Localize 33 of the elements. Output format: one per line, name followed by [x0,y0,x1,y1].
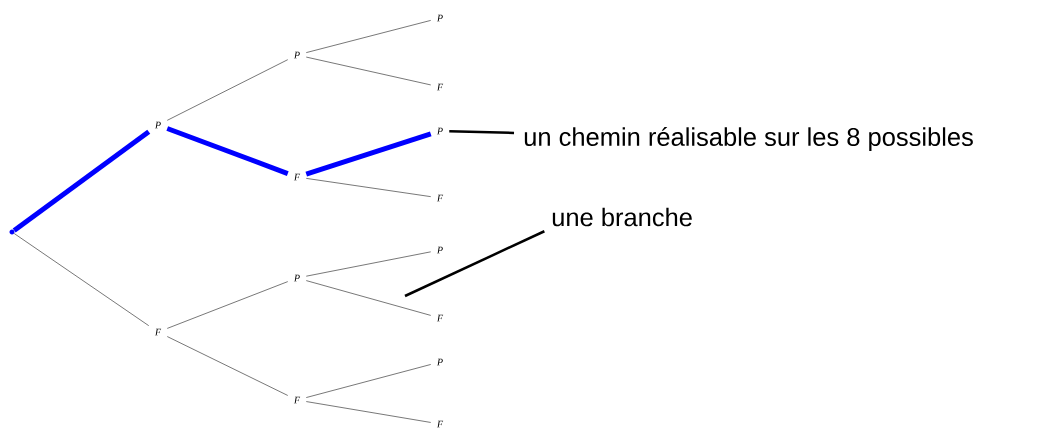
tree-branch [166,281,289,329]
outcome-letter: F [293,173,301,181]
annotation-text: un chemin réalisable sur les 8 possibles [524,126,973,152]
outcome-letter: F [436,194,444,202]
outcome-letter: F [154,328,162,336]
tree-branch [305,251,432,277]
annotation-text: une branche [552,207,692,227]
leader-line [404,230,545,298]
tree-branch [305,401,432,423]
outcome-letter: P [436,246,443,254]
root-point [9,229,15,235]
tree-branch [166,59,289,121]
tree-branch [166,336,289,396]
leader-line [449,130,515,135]
outcome-letter: P [293,274,300,282]
outcome-letter: F [436,83,444,91]
tree-branch [305,56,432,86]
tree-branch [305,280,432,316]
highlighted-branch [305,131,432,177]
highlighted-branch [12,129,151,233]
outcome-letter: P [154,121,161,129]
highlighted-branch [166,126,289,176]
outcome-letter: P [436,358,443,366]
tree-branch [305,177,432,198]
outcome-letter: F [293,396,301,404]
tree-branch [13,233,150,327]
outcome-letter: P [436,127,443,135]
outcome-letter: P [293,51,300,59]
tree-branch [305,364,432,398]
outcome-letter: F [436,314,444,322]
outcome-letter: P [436,14,443,22]
outcome-letter: F [436,420,444,428]
tree-branch [305,20,432,53]
